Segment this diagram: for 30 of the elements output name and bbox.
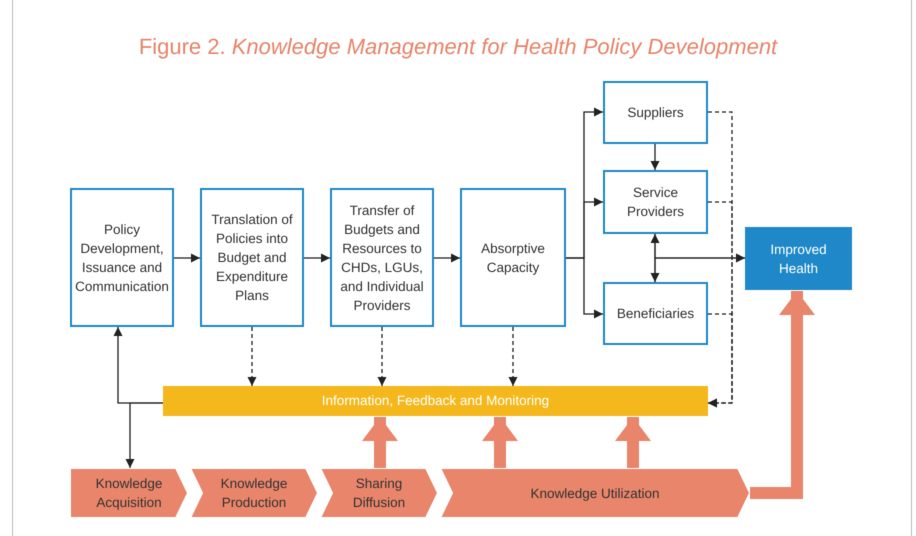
- outcome-box: Improved Health: [745, 227, 852, 290]
- process-box: Translation of Policies into Budget and Expenditure Plans: [200, 188, 304, 327]
- stage-block: Knowledge Production: [190, 468, 318, 518]
- arrow: [508, 327, 518, 386]
- thick-arrow: [750, 291, 815, 499]
- stage-block: Knowledge Utilization: [440, 468, 750, 518]
- stage-block: Sharing Diffusion: [320, 468, 438, 518]
- process-box: Beneficiaries: [603, 282, 708, 345]
- thick-arrow: [615, 417, 651, 468]
- process-box: Policy Development, Issuance and Communication: [70, 188, 174, 327]
- figure-title: Figure 2. Knowledge Management for Health Policy Development: [138, 33, 779, 61]
- arrow: [566, 257, 603, 318]
- arrow: [434, 254, 460, 262]
- thick-arrow: [362, 417, 398, 468]
- arrow: [248, 327, 256, 386]
- arrow: [378, 327, 386, 386]
- process-box: Absorptive Capacity: [460, 188, 566, 327]
- arrow: [654, 254, 745, 282]
- arrow: [650, 234, 660, 282]
- feedback-bar: Information, Feedback and Monitoring: [163, 386, 708, 416]
- stage-block: Knowledge Acquisition: [70, 468, 188, 518]
- arrow: [174, 254, 200, 262]
- process-box: Transfer of Budgets and Resources to CHDs, LGUs, and Individual Providers: [330, 188, 434, 327]
- process-box: Service Providers: [603, 170, 708, 234]
- arrow: [304, 254, 330, 262]
- thick-arrow: [482, 417, 518, 468]
- arrow: [650, 144, 660, 170]
- arrow: [708, 313, 733, 408]
- arrow: [126, 402, 163, 468]
- process-box: Suppliers: [603, 81, 708, 144]
